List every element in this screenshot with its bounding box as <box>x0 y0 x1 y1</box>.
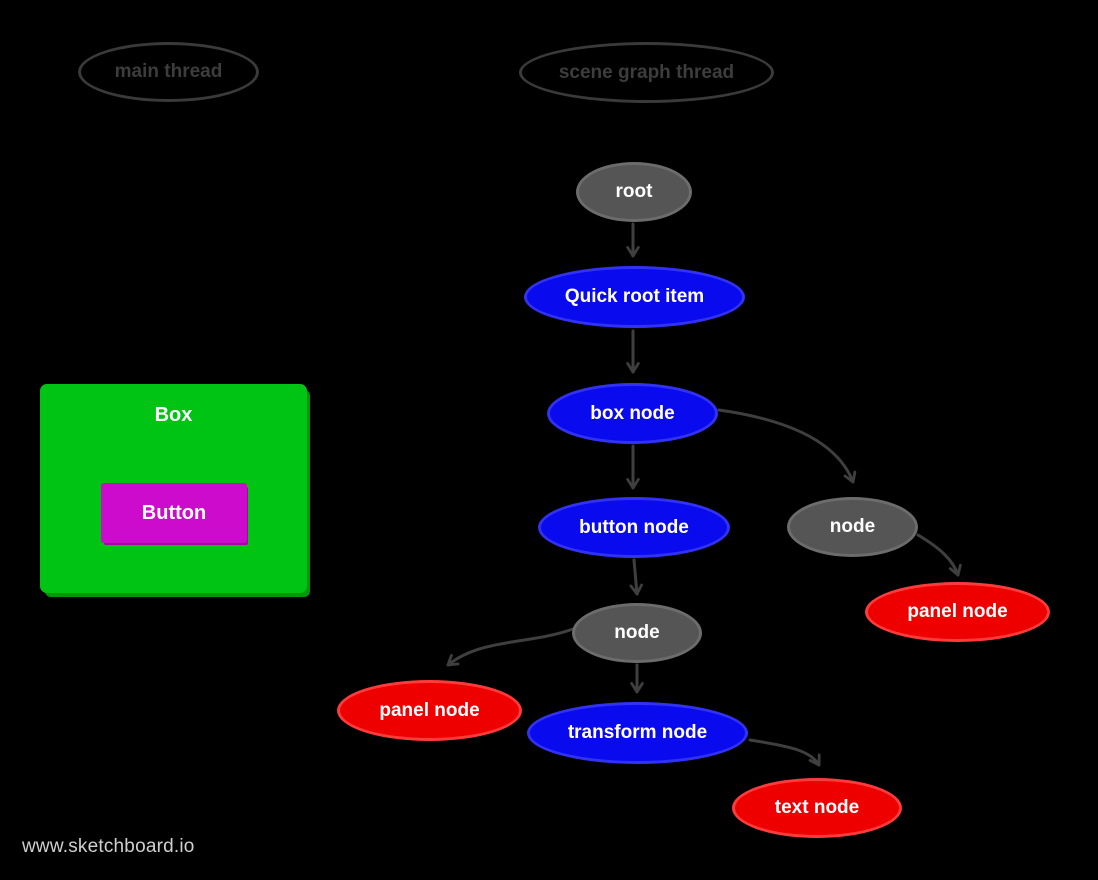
edge-box-node-to-right-node[interactable] <box>717 408 857 484</box>
node-transform-node-label: transform node <box>567 722 708 743</box>
scene-graph-thread-ellipse[interactable]: scene graph thread <box>519 42 774 103</box>
node-panel-node-right[interactable]: panel node <box>865 582 1050 642</box>
node-right-node[interactable]: node <box>787 497 918 557</box>
watermark: www.sketchboard.io <box>22 836 195 857</box>
node-quick-root-item[interactable]: Quick root item <box>524 266 745 328</box>
node-button-node[interactable]: button node <box>538 497 730 558</box>
node-button-node-label: button node <box>579 516 689 538</box>
edge-right-node-to-panel-node-right[interactable] <box>916 533 962 577</box>
edge-transform-node-to-text-node[interactable] <box>748 738 821 767</box>
node-text-node-label: text node <box>774 797 860 818</box>
button-preview[interactable]: Button <box>101 483 247 543</box>
node-inner-node[interactable]: node <box>572 603 702 663</box>
node-inner-node-label: node <box>614 622 660 643</box>
node-box-node[interactable]: box node <box>547 383 718 444</box>
node-root-label: root <box>615 181 653 202</box>
node-right-node-label: node <box>829 516 876 537</box>
box-label: Box <box>154 404 193 426</box>
edge-inner-node-to-panel-node-left[interactable] <box>446 627 575 667</box>
scene-graph-thread-label: scene graph thread <box>558 61 735 83</box>
node-panel-node-left-label: panel node <box>379 699 480 721</box>
node-root[interactable]: root <box>576 162 692 222</box>
button-label: Button <box>141 501 207 524</box>
node-transform-node[interactable]: transform node <box>527 702 748 764</box>
edge-button-node-to-inner-node[interactable] <box>629 558 643 596</box>
node-panel-node-left[interactable]: panel node <box>337 680 522 741</box>
main-thread-label: main thread <box>114 61 223 82</box>
node-quick-root-item-label: Quick root item <box>564 286 705 307</box>
main-thread-ellipse[interactable]: main thread <box>78 42 259 102</box>
node-text-node[interactable]: text node <box>732 778 902 838</box>
node-box-node-label: box node <box>590 402 675 424</box>
box-preview[interactable]: Box <box>40 384 307 593</box>
node-panel-node-right-label: panel node <box>907 601 1008 622</box>
